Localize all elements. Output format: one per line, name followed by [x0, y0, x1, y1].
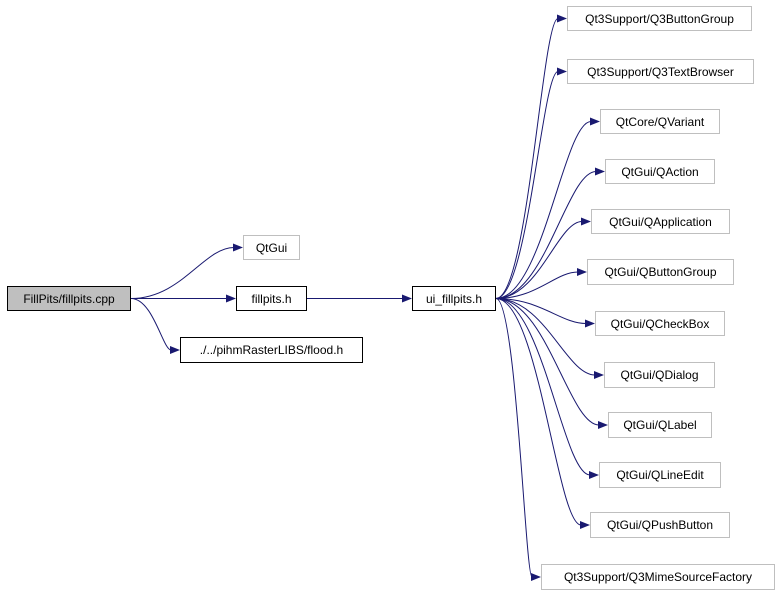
node-qpushbutton: QtGui/QPushButton: [590, 512, 730, 538]
arrowhead-q3textbrowser: [557, 67, 567, 76]
node-qbuttongroup: QtGui/QButtonGroup: [587, 259, 734, 285]
node-qvariant: QtCore/QVariant: [600, 109, 720, 134]
arrowhead-qvariant: [590, 117, 600, 126]
node-qlineedit: QtGui/QLineEdit: [599, 462, 721, 488]
node-fillpits-cpp[interactable]: FillPits/fillpits.cpp: [7, 286, 131, 311]
node-qlabel: QtGui/QLabel: [608, 412, 712, 438]
arrowhead-q3buttongroup: [557, 14, 567, 23]
edge-ui_fillpits_h-to-qcheckbox: [495, 298, 587, 324]
node-q3buttongroup: Qt3Support/Q3ButtonGroup: [567, 6, 752, 31]
edge-ui_fillpits_h-to-qvariant: [495, 121, 592, 299]
edge-fillpits_cpp-to-flood_h: [130, 298, 172, 351]
arrowhead-qcheckbox: [585, 319, 595, 328]
node-q3textbrowser: Qt3Support/Q3TextBrowser: [567, 59, 754, 84]
arrowhead-qbuttongroup: [577, 268, 587, 276]
node-qapplication: QtGui/QApplication: [591, 209, 730, 234]
arrowhead-qapplication: [581, 217, 591, 226]
node-flood-h[interactable]: ./../pihmRasterLIBS/flood.h: [180, 337, 363, 363]
edge-ui_fillpits_h-to-q3mimesourcefactory: [495, 298, 533, 578]
node-qaction: QtGui/QAction: [605, 159, 715, 184]
node-qtgui: QtGui: [243, 235, 300, 260]
edge-ui_fillpits_h-to-qpushbutton: [495, 298, 582, 526]
arrowhead-ui_fillpits_h: [402, 294, 412, 303]
edge-ui_fillpits_h-to-qapplication: [495, 221, 583, 299]
edge-ui_fillpits_h-to-qlineedit: [495, 298, 591, 476]
edge-fillpits_cpp-to-qtgui: [130, 247, 235, 299]
edge-ui_fillpits_h-to-qdialog: [495, 298, 596, 376]
node-q3mimesourcefactory: Qt3Support/Q3MimeSourceFactory: [541, 564, 775, 590]
arrowhead-fillpits_h: [226, 294, 236, 303]
arrowhead-qdialog: [594, 371, 604, 379]
node-ui-fillpits-h[interactable]: ui_fillpits.h: [412, 286, 496, 311]
node-qdialog: QtGui/QDialog: [604, 362, 715, 388]
node-qcheckbox: QtGui/QCheckBox: [595, 311, 725, 336]
arrowhead-qaction: [595, 167, 605, 176]
edge-ui_fillpits_h-to-qbuttongroup: [495, 271, 579, 299]
edge-ui_fillpits_h-to-q3textbrowser: [495, 71, 559, 299]
arrowhead-qpushbutton: [580, 521, 590, 529]
edge-ui_fillpits_h-to-q3buttongroup: [495, 18, 559, 299]
edge-ui_fillpits_h-to-qlabel: [495, 298, 600, 426]
arrowhead-flood_h: [170, 346, 180, 354]
arrowhead-qtgui: [233, 243, 243, 252]
arrowhead-qlineedit: [589, 471, 599, 479]
edge-ui_fillpits_h-to-qaction: [495, 171, 597, 299]
arrowhead-qlabel: [598, 421, 608, 429]
arrowhead-q3mimesourcefactory: [531, 573, 541, 581]
node-fillpits-h[interactable]: fillpits.h: [236, 286, 307, 311]
